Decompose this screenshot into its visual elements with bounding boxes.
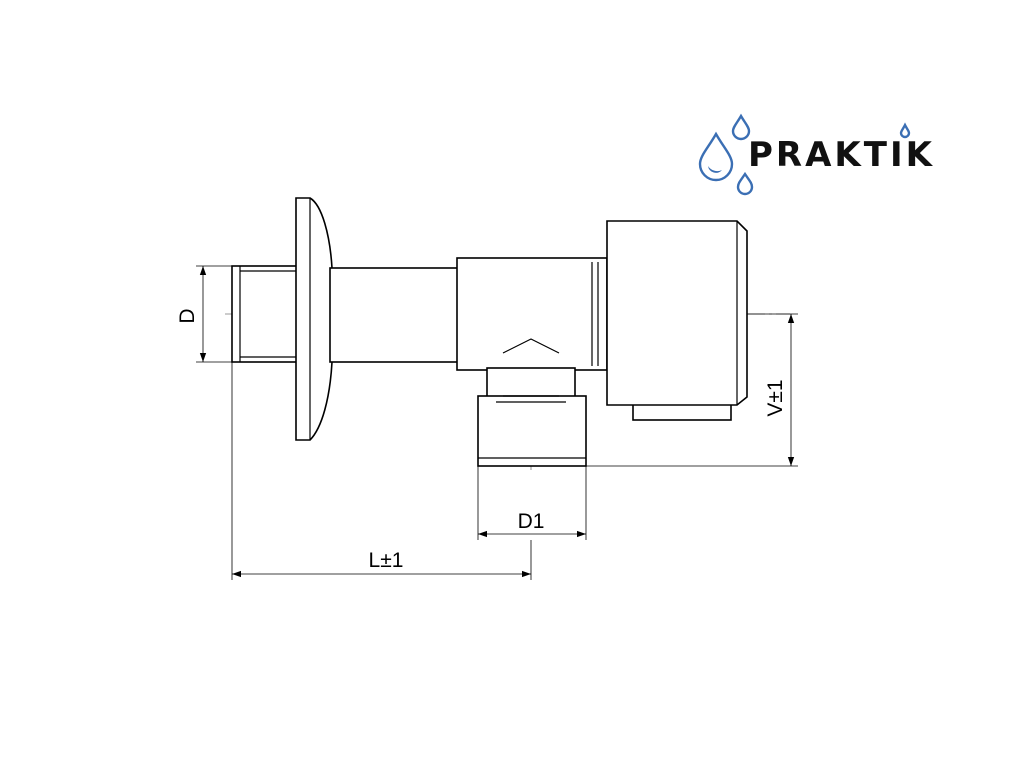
praktik-logo: PRAKTIK <box>698 113 935 196</box>
outlet-thread <box>477 395 587 467</box>
inlet-thread <box>231 265 299 363</box>
dimension-d: D <box>176 265 232 363</box>
dimension-v: V±1 <box>586 313 798 467</box>
valve-handle <box>606 220 748 421</box>
dimension-v-label: V±1 <box>764 379 787 416</box>
valve-body <box>456 257 608 371</box>
dimension-d1-label: D1 <box>518 510 545 533</box>
dimension-l-label: L±1 <box>369 549 404 572</box>
dimension-d-label: D <box>176 308 199 323</box>
outlet-neck <box>486 367 576 399</box>
brand-name: PRAKTIK <box>748 135 935 175</box>
valve-shank <box>329 267 459 363</box>
flow-direction-chevron <box>502 338 560 354</box>
wall-flange <box>295 197 333 441</box>
dimension-d1: D1 <box>477 466 587 540</box>
water-drops-icon <box>698 113 911 196</box>
dimension-l: L±1 <box>231 362 532 580</box>
